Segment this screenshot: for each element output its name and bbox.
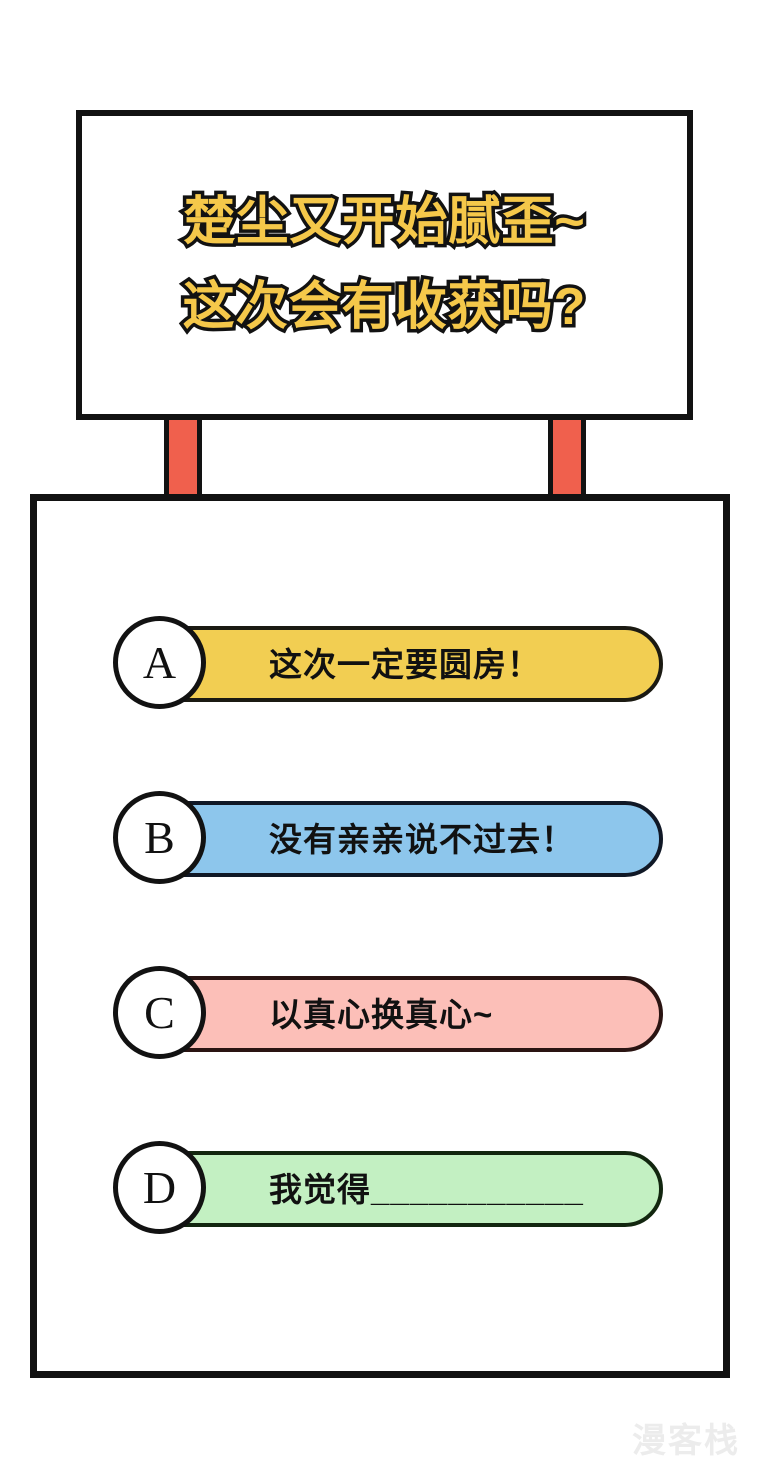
option-letter-d: D — [142, 1161, 177, 1213]
question-sign-board: 楚尘又开始腻歪~ 这次会有收获吗? — [76, 110, 693, 420]
option-label-d: 我觉得___________ — [269, 1170, 584, 1208]
option-badge-a[interactable]: A — [113, 616, 206, 709]
option-row-c[interactable]: 以真心换真心~ C — [37, 966, 723, 1061]
right-support-post — [548, 414, 586, 506]
option-pill-c[interactable]: 以真心换真心~ — [135, 976, 663, 1052]
option-pill-a[interactable]: 这次一定要圆房！ — [135, 626, 663, 702]
option-badge-c[interactable]: C — [113, 966, 206, 1059]
option-badge-b[interactable]: B — [113, 791, 206, 884]
option-pill-b[interactable]: 没有亲亲说不过去！ — [135, 801, 663, 877]
option-pill-d[interactable]: 我觉得___________ — [135, 1151, 663, 1227]
option-label-b: 没有亲亲说不过去！ — [269, 820, 575, 858]
site-watermark: 漫客栈 — [632, 1422, 740, 1460]
option-label-a: 这次一定要圆房！ — [269, 645, 541, 683]
option-letter-a: A — [142, 636, 177, 688]
option-row-b[interactable]: 没有亲亲说不过去！ B — [37, 791, 723, 886]
question-line-2: 这次会有收获吗? — [179, 275, 589, 340]
option-badge-d[interactable]: D — [113, 1141, 206, 1234]
question-line-1: 楚尘又开始腻歪~ — [180, 190, 588, 255]
option-row-d[interactable]: 我觉得___________ D — [37, 1141, 723, 1236]
left-support-post — [164, 414, 202, 506]
option-row-a[interactable]: 这次一定要圆房！ A — [37, 616, 723, 711]
option-label-c: 以真心换真心~ — [269, 995, 494, 1033]
answer-options-panel: 这次一定要圆房！ A 没有亲亲说不过去！ B 以真心换真心~ — [30, 494, 730, 1378]
option-letter-c: C — [144, 986, 175, 1038]
option-letter-b: B — [144, 811, 175, 863]
option-list: 这次一定要圆房！ A 没有亲亲说不过去！ B 以真心换真心~ — [37, 501, 723, 1371]
